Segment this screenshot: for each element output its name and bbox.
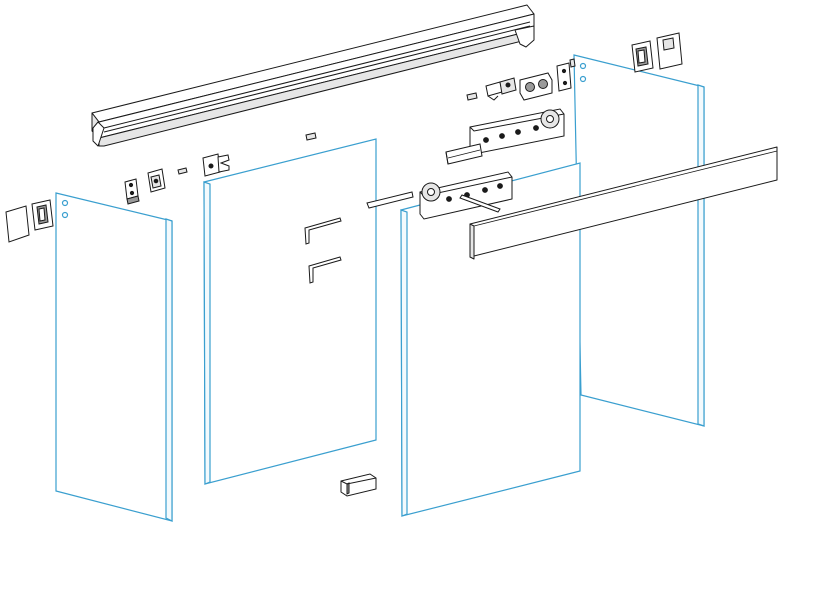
end-cap-left — [5, 205, 30, 243]
track-stopper — [485, 77, 517, 101]
end-cap-bracket-left — [31, 199, 54, 231]
glass-clamp-right — [569, 58, 576, 68]
floor-guide — [340, 473, 377, 497]
top-rail-track — [91, 4, 535, 147]
allen-key-small — [308, 256, 342, 284]
end-cap-right — [656, 32, 683, 70]
roller-carriage-rear — [445, 108, 565, 165]
soft-close-damper-left — [202, 153, 230, 177]
sliding-glass-door-left — [203, 138, 377, 485]
set-screw — [177, 92, 478, 175]
fixed-glass-panel-left — [55, 192, 173, 522]
cover-fascia-profile — [469, 146, 778, 260]
end-cap-bracket-right — [631, 40, 654, 73]
sliding-glass-door-right — [400, 162, 581, 517]
roller-carriage-front — [366, 171, 513, 220]
fixed-glass-panel-right — [573, 54, 705, 427]
damper-activator — [519, 72, 553, 101]
glass-clamp-left — [147, 168, 166, 193]
wall-bracket-left — [124, 178, 140, 205]
allen-key-large — [304, 217, 342, 245]
wall-bracket-right — [556, 62, 572, 92]
